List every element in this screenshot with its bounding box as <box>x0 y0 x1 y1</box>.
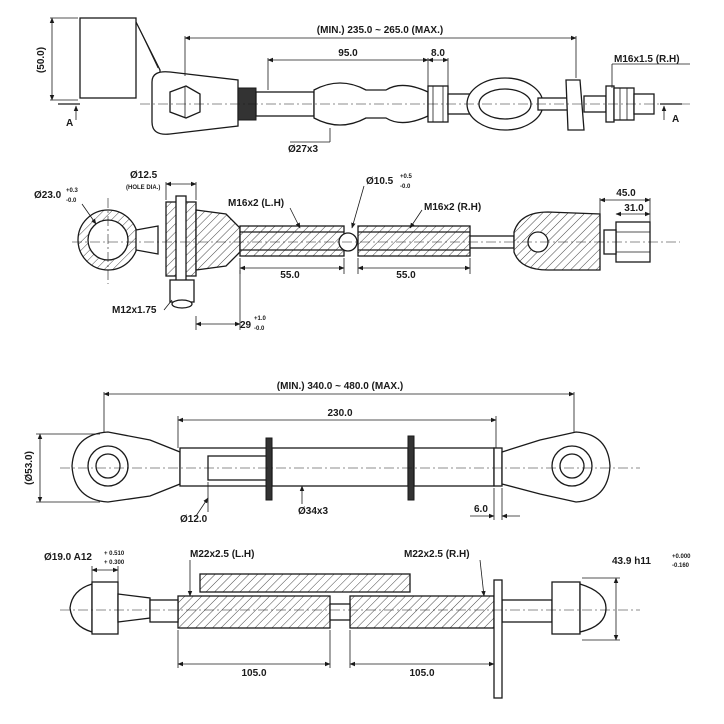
thread-rh-v1: M16x1.5 (R.H) <box>614 54 680 65</box>
dim-dia-19: Ø19.0 A12 <box>44 552 92 563</box>
left-threaded-sleeve <box>177 595 331 629</box>
right-ball-joint <box>579 583 607 633</box>
svg-text:-0.0: -0.0 <box>66 198 77 204</box>
right-threaded-sleeve <box>349 595 495 629</box>
bolt-spec: M12x1.75 <box>112 305 157 316</box>
dim-105-right: 105.0 <box>409 668 434 679</box>
lever-handle <box>565 79 585 131</box>
hole-dia-note: (HOLE DIA.) <box>126 185 160 191</box>
svg-text:+0.000: +0.000 <box>672 554 691 560</box>
svg-text:+ 0.510: + 0.510 <box>104 551 125 557</box>
left-ball-joint <box>69 583 93 633</box>
dim-45: 45.0 <box>616 188 636 199</box>
dim-29: 29 <box>240 320 252 331</box>
thread-rh-v2: M16x2 (R.H) <box>424 202 481 213</box>
left-sleeve-section <box>239 225 345 257</box>
dim-55-right: 55.0 <box>396 270 416 281</box>
svg-text:+ 0.300: + 0.300 <box>104 560 125 566</box>
thread-rh-v4: M22x2.5 (R.H) <box>404 549 470 560</box>
svg-text:-0.0: -0.0 <box>254 326 265 332</box>
dim-dia-12: Ø12.0 <box>180 514 208 525</box>
center-tube-v3 <box>271 447 409 487</box>
right-ball-end <box>501 431 611 503</box>
clevis-nut <box>169 279 195 303</box>
svg-text:+0.5: +0.5 <box>400 174 413 180</box>
lock-plate-v3 <box>493 447 503 487</box>
dim-105-left: 105.0 <box>241 668 266 679</box>
dim-8: 8.0 <box>431 48 445 59</box>
dim-dia-53: (Ø53.0) <box>24 451 35 485</box>
view-3-lower-link-top: (MIN.) 340.0 ~ 480.0 (MAX.) 230.0 (Ø53.0… <box>24 381 640 525</box>
dim-height: (50.0) <box>36 47 47 73</box>
clevis-body <box>195 209 241 271</box>
svg-text:+1.0: +1.0 <box>254 316 267 322</box>
dim-overall-v3: (MIN.) 340.0 ~ 480.0 (MAX.) <box>277 381 403 392</box>
dim-dia-23: Ø23.0 <box>34 190 62 201</box>
bracket-block <box>79 17 137 99</box>
thread-lh-v2: M16x2 (L.H) <box>228 198 284 209</box>
right-sleeve-section <box>357 225 471 257</box>
dim-6: 6.0 <box>474 504 488 515</box>
dim-dia-27: Ø27x3 <box>288 144 318 155</box>
svg-text:-0.0: -0.0 <box>400 184 411 190</box>
section-a-right: A <box>672 114 679 125</box>
svg-text:-0.160: -0.160 <box>672 563 690 569</box>
dim-dia-10-5: Ø10.5 <box>366 176 394 187</box>
dim-230: 230.0 <box>327 408 352 419</box>
svg-text:+0.3: +0.3 <box>66 188 79 194</box>
view-1-top-link-side: (MIN.) 235.0 ~ 265.0 (MAX.) (50.0) 95.0 … <box>36 17 690 155</box>
dim-95: 95.0 <box>338 48 358 59</box>
section-a-left: A <box>66 118 73 129</box>
upper-plate-section <box>199 573 411 593</box>
dim-55-left: 55.0 <box>280 270 300 281</box>
right-eye-head <box>513 211 601 271</box>
dim-31: 31.0 <box>624 203 644 214</box>
dim-43-9: 43.9 h11 <box>612 556 651 567</box>
right-tube-v3 <box>413 447 495 487</box>
dim-overall-length: (MIN.) 235.0 ~ 265.0 (MAX.) <box>317 25 443 36</box>
dim-dia-12-5: Ø12.5 <box>130 170 158 181</box>
view-2-top-link-section: Ø23.0 +0.3 -0.0 Ø12.5 (HOLE DIA.) M16x2 … <box>34 170 680 332</box>
dim-dia-34: Ø34x3 <box>298 506 328 517</box>
view-4-lower-link-section: Ø19.0 A12 + 0.510 + 0.300 M22x2.5 (L.H) … <box>44 549 691 699</box>
thread-lh-v4: M22x2.5 (L.H) <box>190 549 254 560</box>
left-collar-v3 <box>265 437 273 501</box>
lock-plate-v4 <box>493 579 503 699</box>
